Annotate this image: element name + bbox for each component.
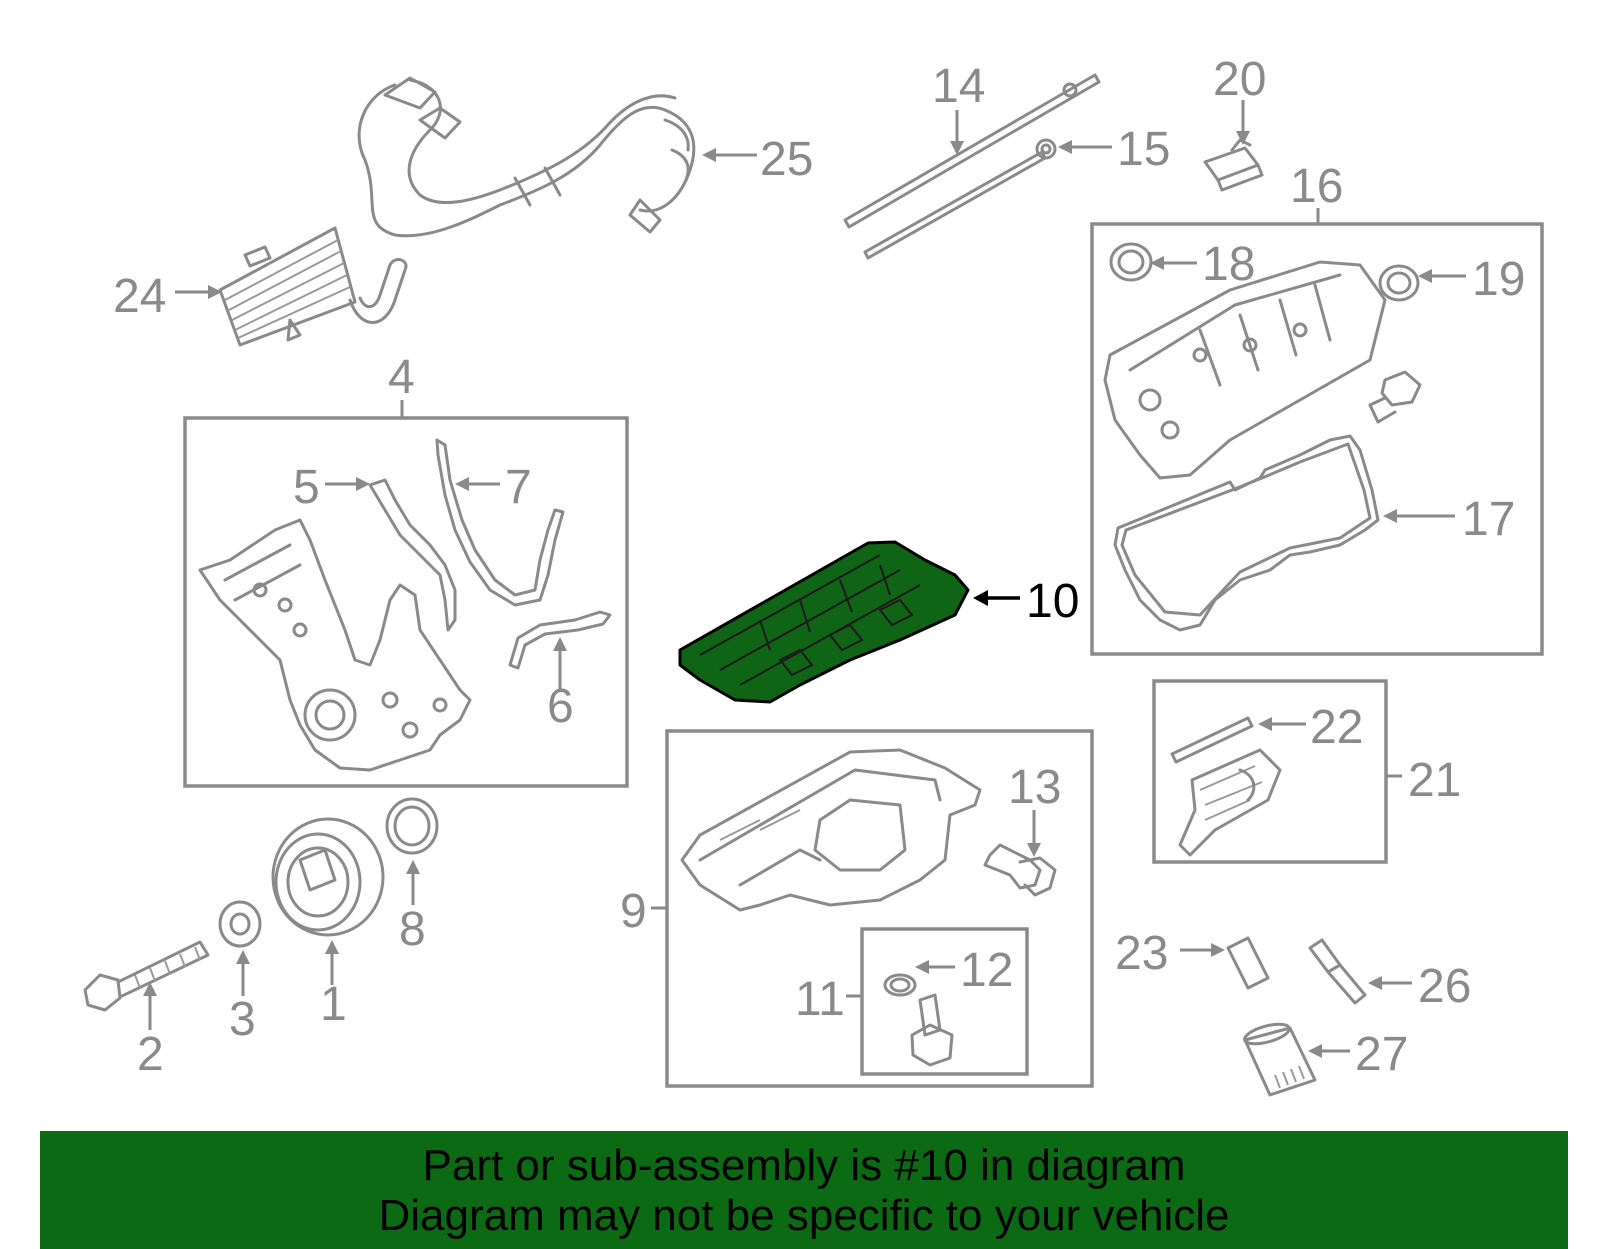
banner-line-2: Diagram may not be specific to your vehi… — [378, 1191, 1230, 1240]
part-19-seal[interactable] — [1378, 264, 1420, 302]
part-14-dipstick-tube[interactable] — [843, 73, 1101, 229]
callout-23[interactable]: 23 — [1115, 927, 1168, 980]
part-2-bolt[interactable] — [83, 940, 210, 1012]
callout-1[interactable]: 1 — [320, 978, 347, 1031]
part-12-washer[interactable] — [883, 973, 917, 997]
callout-21[interactable]: 21 — [1408, 754, 1461, 807]
callout-7[interactable]: 7 — [505, 461, 532, 514]
part-23-sensor[interactable] — [1226, 936, 1270, 990]
callout-22[interactable]: 22 — [1310, 701, 1363, 754]
part-27-oil-filter[interactable] — [1243, 1020, 1317, 1097]
part-22-gasket[interactable] — [1170, 716, 1254, 764]
valve-cover[interactable] — [1103, 260, 1387, 480]
part-11-drain-plug[interactable] — [910, 993, 954, 1067]
callout-6[interactable]: 6 — [547, 680, 574, 733]
part-21-cover[interactable] — [1178, 748, 1282, 857]
callout-11[interactable]: 11 — [795, 973, 845, 1026]
callout-18[interactable]: 18 — [1202, 238, 1255, 291]
part-4-timing-cover[interactable] — [198, 518, 472, 772]
valve-cover-bolt[interactable] — [1368, 370, 1422, 424]
part-17-gasket[interactable] — [1113, 434, 1380, 632]
part-9-oil-pan[interactable] — [680, 748, 982, 912]
part-13-drain-plug[interactable] — [983, 843, 1057, 897]
callout-2[interactable]: 2 — [137, 1028, 164, 1081]
part-15-dipstick[interactable] — [863, 138, 1057, 260]
callout-26[interactable]: 26 — [1418, 960, 1471, 1013]
part-25-hose[interactable] — [357, 76, 696, 238]
callout-17[interactable]: 17 — [1462, 493, 1515, 546]
callout-14[interactable]: 14 — [932, 60, 985, 113]
callout-20[interactable]: 20 — [1213, 53, 1266, 106]
part-10-highlighted[interactable] — [678, 540, 970, 704]
part-26-sensor[interactable] — [1308, 938, 1367, 1005]
callout-13[interactable]: 13 — [1008, 761, 1061, 814]
callout-25[interactable]: 25 — [760, 133, 813, 186]
callout-12[interactable]: 12 — [960, 944, 1013, 997]
callout-5[interactable]: 5 — [293, 461, 320, 514]
part-6-gasket[interactable] — [508, 610, 612, 670]
part-3-washer[interactable] — [218, 900, 262, 948]
part-1-pulley[interactable] — [271, 817, 385, 937]
callout-8[interactable]: 8 — [399, 903, 426, 956]
callout-16[interactable]: 16 — [1290, 160, 1343, 213]
callout-10[interactable]: 10 — [1026, 575, 1079, 628]
callout-24[interactable]: 24 — [113, 270, 166, 323]
part-8-seal[interactable] — [385, 797, 439, 855]
callout-9[interactable]: 9 — [620, 885, 647, 938]
info-banner: Part or sub-assembly is #10 in diagram D… — [40, 1131, 1568, 1249]
part-5-gasket[interactable] — [368, 478, 457, 632]
callout-27[interactable]: 27 — [1355, 1028, 1408, 1081]
group-box-21 — [1152, 679, 1388, 864]
part-18-seal[interactable] — [1109, 242, 1153, 282]
part-7-gasket[interactable] — [435, 438, 565, 607]
callout-labels: 25 24 14 15 20 16 18 19 17 4 5 7 6 10 22… — [113, 53, 1525, 1081]
callout-19[interactable]: 19 — [1472, 253, 1525, 306]
part-20-sensor[interactable] — [1203, 138, 1264, 192]
callout-15[interactable]: 15 — [1117, 123, 1170, 176]
banner-line-1: Part or sub-assembly is #10 in diagram — [422, 1141, 1186, 1190]
group-box-4 — [183, 416, 629, 788]
part-24-oil-cooler[interactable] — [218, 226, 408, 347]
callout-4[interactable]: 4 — [388, 351, 415, 404]
leader-lines — [143, 100, 1466, 1058]
group-box-11 — [860, 927, 1029, 1076]
callout-3[interactable]: 3 — [229, 993, 256, 1046]
